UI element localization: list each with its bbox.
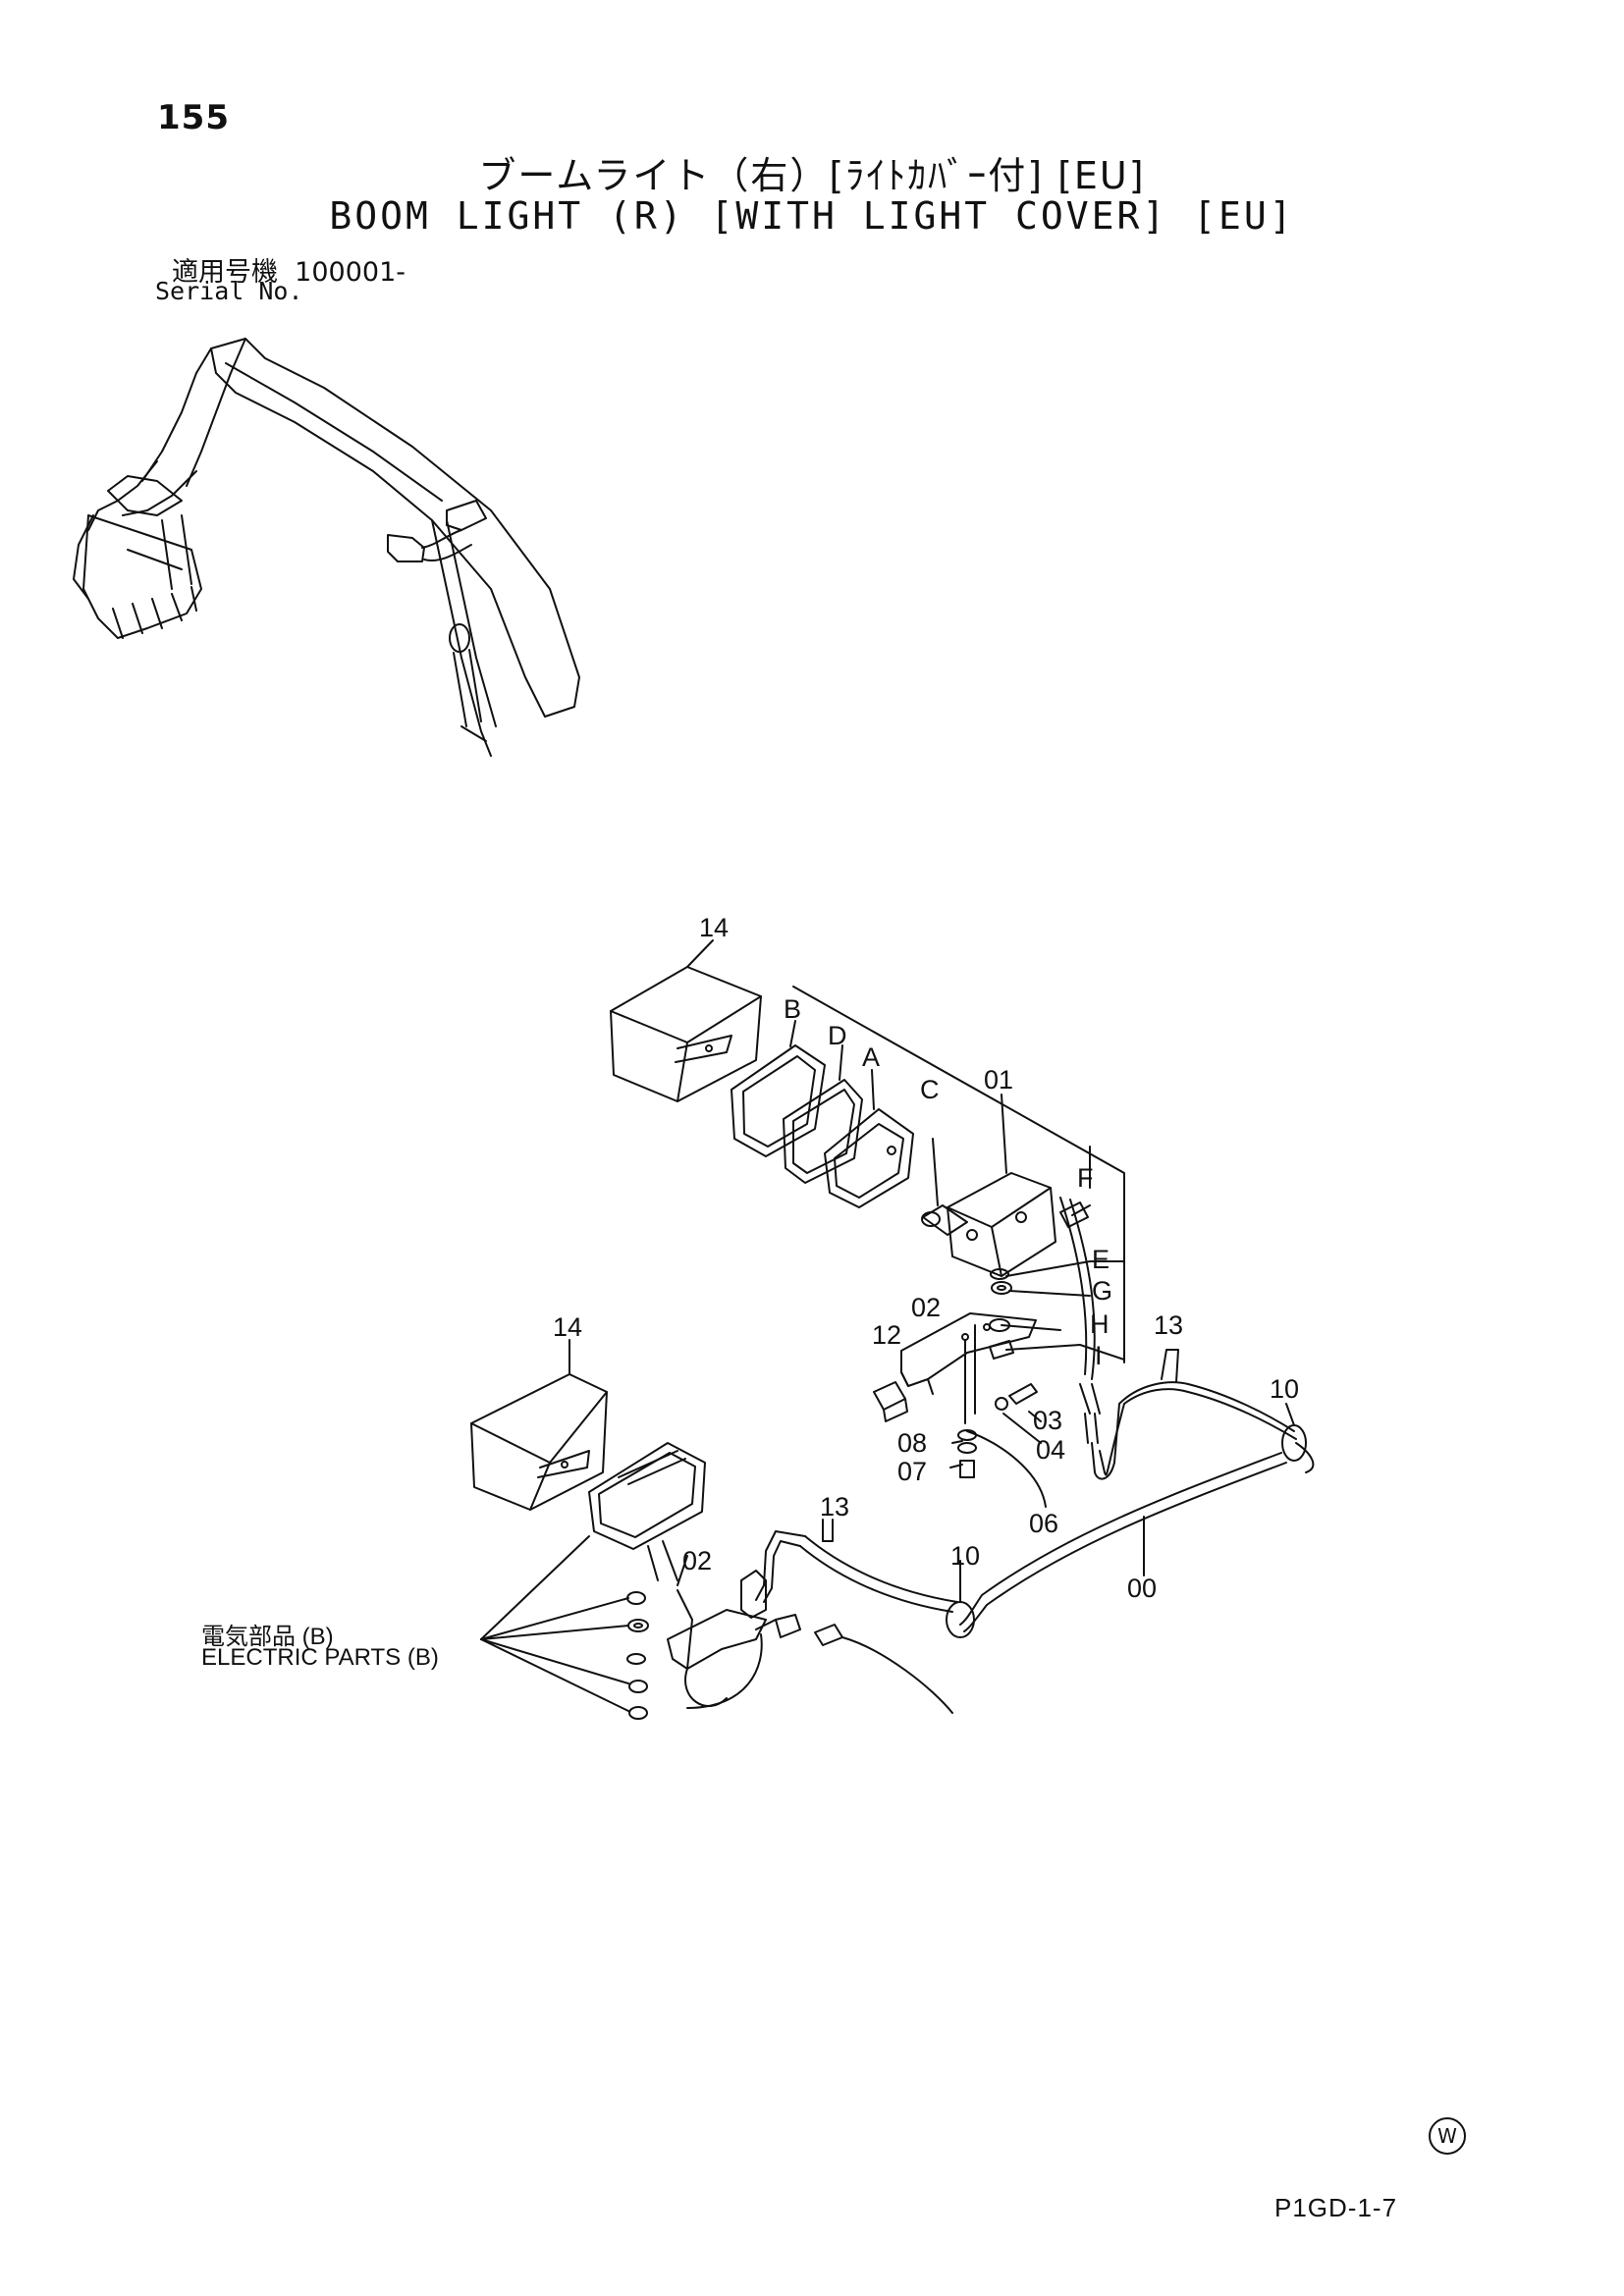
- part-label-c: C: [920, 1075, 940, 1104]
- lamp-housing-01: [947, 1094, 1056, 1277]
- part-label-08: 08: [897, 1428, 928, 1458]
- page-number: 155: [157, 98, 230, 137]
- part-label-i: I: [1095, 1341, 1103, 1370]
- leader-lines-top: [792, 986, 1125, 1508]
- part-label-10-right: 10: [1270, 1374, 1300, 1404]
- watermark-w: W: [1429, 2117, 1466, 2155]
- part-label-02-top: 02: [911, 1293, 942, 1322]
- part-label-04: 04: [1036, 1435, 1066, 1465]
- bracket-02-left: [667, 1570, 953, 1714]
- part-label-13-mid: 13: [820, 1492, 850, 1522]
- part-label-13-right: 13: [1154, 1310, 1184, 1340]
- washers-e-g-h-i: [989, 1268, 1014, 1360]
- part-label-g: G: [1092, 1276, 1113, 1306]
- part-label-03: 03: [1033, 1406, 1063, 1435]
- electric-parts-leaders: [480, 1535, 688, 1712]
- part-label-02-left: 02: [682, 1546, 713, 1575]
- part-label-e: E: [1092, 1245, 1110, 1274]
- title-japanese: ブームライト（右）[ﾗｲﾄｶﾊﾞｰ付] [EU]: [478, 154, 1146, 197]
- gaskets-b-d: [731, 1020, 863, 1184]
- nut-12: [873, 1381, 908, 1422]
- electric-parts-label-en: ELECTRIC PARTS (B): [201, 1644, 439, 1671]
- serial-label-jp: 適用号機: [172, 257, 278, 288]
- light-cover-top: [610, 939, 762, 1102]
- part-label-10-mid: 10: [950, 1541, 981, 1571]
- excavator-arm-illustration: [73, 338, 580, 757]
- part-label-h: H: [1090, 1309, 1110, 1339]
- lamp-left: [588, 1442, 706, 1581]
- light-cover-left: [470, 1339, 608, 1511]
- part-label-14-left: 14: [553, 1312, 583, 1342]
- serial-value: 100001-: [295, 257, 406, 288]
- part-label-12: 12: [872, 1320, 902, 1350]
- lamp-lens-a: [824, 1069, 914, 1208]
- harness-10-right-leader: [1285, 1403, 1295, 1426]
- bracket-02-top: [900, 1312, 1037, 1424]
- wire-harness-00: [755, 1197, 1315, 1638]
- part-label-00: 00: [1127, 1574, 1158, 1603]
- part-label-a: A: [862, 1042, 881, 1072]
- page-code: P1GD-1-7: [1274, 2193, 1398, 2222]
- part-label-14-top: 14: [699, 913, 730, 942]
- electric-parts-label-jp: 電気部品 (B): [201, 1624, 334, 1650]
- bulb-c: [921, 1138, 968, 1236]
- part-label-f: F: [1077, 1163, 1094, 1193]
- left-washers: [626, 1591, 649, 1720]
- part-label-01: 01: [984, 1065, 1014, 1095]
- part-label-b: B: [784, 994, 802, 1024]
- part-label-07: 07: [897, 1457, 928, 1486]
- serial-label-english: Serial No.: [155, 277, 303, 305]
- title-english: BOOM LIGHT (R) [WITH LIGHT COVER] [EU]: [329, 194, 1295, 238]
- part-label-06: 06: [1029, 1509, 1059, 1538]
- part-label-d: D: [828, 1021, 847, 1050]
- serial-label-japanese: 適用号機 100001-: [172, 250, 406, 289]
